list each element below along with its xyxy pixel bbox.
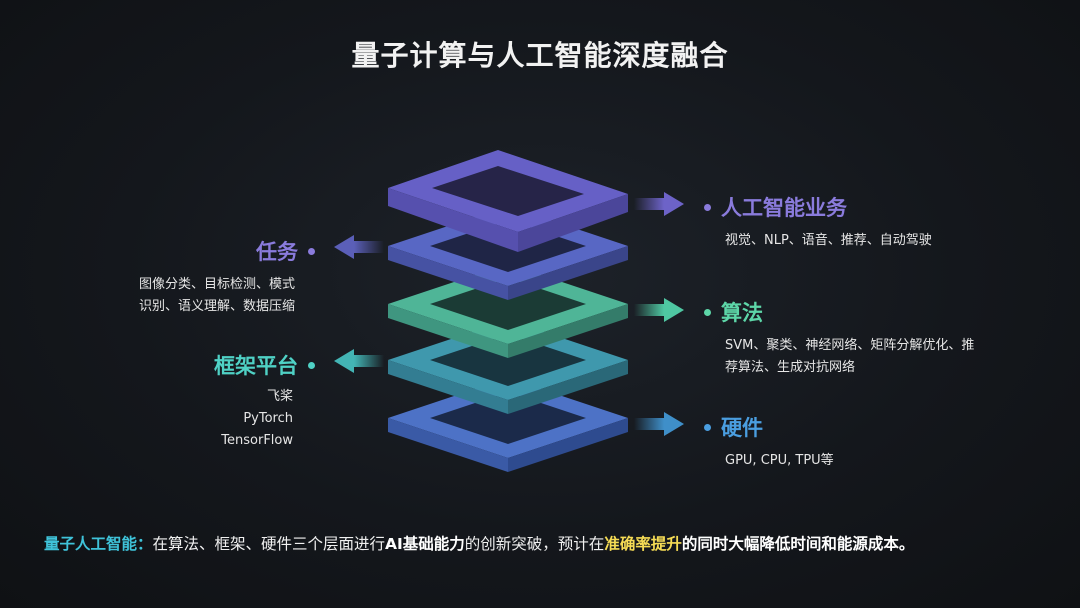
- summary-highlight: 准确率提升: [604, 535, 682, 553]
- label-desc-line: GPU, CPU, TPU等: [725, 453, 834, 468]
- label-desc-line: 识别、语义理解、数据压缩: [139, 299, 296, 314]
- label-desc-line: SVM、聚类、神经网络、矩阵分解优化、推: [725, 338, 975, 353]
- label-desc-line: TensorFlow: [221, 433, 293, 448]
- bullet-dot: [308, 247, 315, 255]
- bullet-dot: [308, 361, 315, 369]
- arrow-left-framework: [334, 349, 384, 373]
- label-desc-line: 视觉、NLP、语音、推荐、自动驾驶: [725, 233, 932, 248]
- label-desc-line: PyTorch: [243, 411, 293, 426]
- label-title: 算法: [721, 301, 763, 325]
- label-title: 框架平台: [214, 354, 298, 378]
- label-desc-line: 图像分类、目标检测、模式: [139, 277, 296, 292]
- layer-hardware: [388, 378, 628, 472]
- label-hardware: 硬件 GPU, CPU, TPU等: [704, 412, 834, 472]
- label-desc-line: 荐算法、生成对抗网络: [725, 360, 856, 375]
- summary-highlight: AI基础能力: [385, 535, 465, 553]
- layer-ai-business: [388, 150, 628, 252]
- label-task: 任务 图像分类、目标检测、模式 识别、语义理解、数据压缩: [55, 236, 315, 318]
- arrow-right-ai-business: [634, 192, 684, 216]
- arrow-right-algorithm: [634, 298, 684, 322]
- label-framework: 框架平台 飞桨 PyTorch TensorFlow: [55, 350, 315, 452]
- label-algorithm: 算法 SVM、聚类、神经网络、矩阵分解优化、推 荐算法、生成对抗网络: [704, 297, 974, 379]
- layer-algorithm: [388, 264, 628, 358]
- arrow-right-hardware: [634, 412, 684, 436]
- bullet-dot: [704, 203, 711, 211]
- label-desc-line: 飞桨: [266, 389, 293, 404]
- label-title: 任务: [256, 240, 298, 264]
- summary-text: 的创新突破，预计在: [464, 535, 605, 553]
- summary-text: 的同时大幅降低时间和能源成本。: [681, 535, 915, 553]
- page-title: 量子计算与人工智能深度融合: [351, 39, 729, 72]
- arrow-left-task: [334, 235, 384, 259]
- summary-line: 量子人工智能：在算法、框架、硬件三个层面进行AI基础能力的创新突破，预计在准确率…: [44, 532, 1054, 554]
- label-title: 硬件: [721, 416, 763, 440]
- summary-text: 在算法、框架、硬件三个层面进行: [152, 535, 386, 553]
- layer-framework: [388, 320, 628, 414]
- label-title: 人工智能业务: [721, 196, 847, 220]
- bullet-dot: [704, 423, 711, 431]
- label-ai-business: 人工智能业务 视觉、NLP、语音、推荐、自动驾驶: [704, 192, 932, 252]
- summary-lead: 量子人工智能：: [44, 535, 153, 553]
- bullet-dot: [704, 308, 711, 316]
